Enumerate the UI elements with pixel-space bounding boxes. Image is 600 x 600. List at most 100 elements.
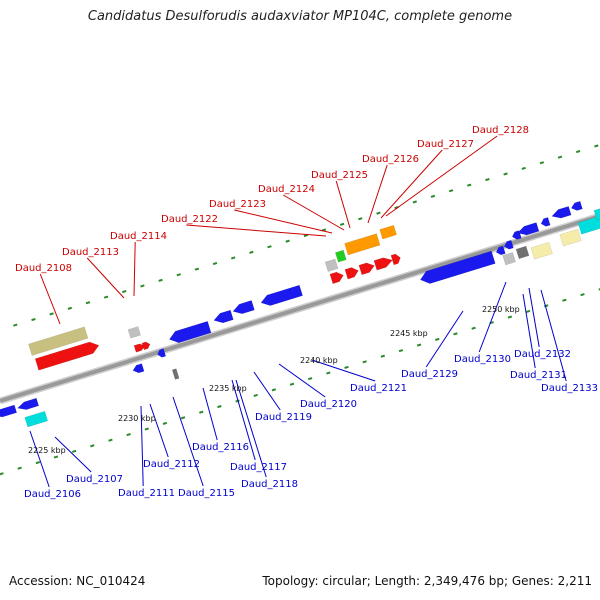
gene-feature bbox=[260, 284, 303, 306]
leader-line bbox=[540, 289, 567, 382]
tick-mark bbox=[344, 365, 349, 369]
gene-label: Daud_2129 bbox=[401, 369, 458, 380]
gene-feature bbox=[373, 257, 393, 271]
tick-mark bbox=[49, 312, 54, 316]
tick-mark bbox=[412, 200, 417, 204]
gene-feature bbox=[17, 397, 40, 410]
gene-feature bbox=[213, 309, 234, 324]
tick-mark bbox=[307, 377, 313, 381]
tick-mark bbox=[285, 239, 290, 243]
gene-label: Daud_2114 bbox=[110, 231, 167, 242]
tick-mark bbox=[525, 309, 531, 313]
tick-mark bbox=[85, 301, 91, 305]
tick-mark bbox=[485, 178, 490, 182]
leader-line bbox=[29, 430, 50, 488]
tick-mark bbox=[598, 288, 600, 291]
gene-feature bbox=[515, 245, 530, 260]
tick-mark bbox=[140, 284, 145, 288]
leader-line bbox=[133, 241, 136, 297]
tick-mark bbox=[448, 189, 454, 193]
tick-mark bbox=[108, 438, 113, 442]
leader-line bbox=[425, 310, 464, 368]
gene-label: Daud_2118 bbox=[241, 479, 298, 490]
gene-feature bbox=[132, 363, 145, 374]
gene-label: Daud_2128 bbox=[472, 125, 529, 136]
gene-feature bbox=[379, 224, 397, 240]
tick-mark bbox=[90, 444, 95, 448]
gene-label: Daud_2112 bbox=[143, 459, 200, 470]
gene-feature bbox=[24, 410, 49, 428]
tick-mark bbox=[253, 393, 258, 397]
gene-label: Daud_2115 bbox=[178, 488, 235, 499]
gene-feature bbox=[344, 233, 381, 256]
tick-mark bbox=[122, 289, 127, 294]
gene-feature bbox=[344, 267, 359, 280]
gene-feature bbox=[168, 320, 212, 344]
kbp-marker: 2240 kbp bbox=[300, 356, 338, 365]
gene-labels: Daud_2108Daud_2113Daud_2114Daud_2122Daud… bbox=[15, 125, 598, 500]
gene-feature bbox=[559, 228, 582, 247]
leader-line bbox=[385, 135, 498, 217]
tick-mark bbox=[453, 332, 458, 336]
gene-feature bbox=[329, 271, 344, 285]
gene-feature bbox=[419, 250, 496, 284]
tick-mark bbox=[249, 250, 254, 254]
gene-label: Daud_2123 bbox=[209, 199, 266, 210]
leader-line bbox=[528, 287, 540, 348]
leader-line bbox=[335, 180, 351, 229]
leader-line bbox=[478, 281, 507, 353]
tick-mark bbox=[435, 337, 440, 341]
gene-features bbox=[0, 200, 600, 428]
tick-mark bbox=[503, 172, 508, 176]
leader-line bbox=[39, 273, 61, 325]
tick-mark bbox=[176, 273, 181, 277]
tick-mark bbox=[557, 155, 563, 159]
gene-feature bbox=[157, 348, 167, 358]
leader-line bbox=[172, 396, 204, 487]
tick-mark bbox=[575, 150, 581, 154]
tick-mark bbox=[230, 256, 236, 260]
tick-mark bbox=[521, 166, 526, 170]
tick-mark bbox=[467, 183, 472, 187]
gene-label: Daud_2119 bbox=[255, 412, 312, 423]
gene-label: Daud_2108 bbox=[15, 263, 72, 274]
tick-mark bbox=[471, 326, 476, 330]
gene-feature bbox=[324, 258, 339, 272]
gene-label: Daud_2131 bbox=[510, 370, 567, 381]
gene-feature bbox=[133, 343, 146, 353]
gene-feature bbox=[570, 200, 583, 211]
tick-mark bbox=[0, 472, 4, 476]
genome-backbone bbox=[0, 212, 600, 405]
gene-feature bbox=[551, 206, 572, 219]
tick-mark bbox=[380, 354, 386, 358]
gene-label: Daud_2113 bbox=[62, 247, 119, 258]
tick-mark bbox=[358, 217, 363, 221]
tick-mark bbox=[580, 293, 585, 297]
gene-label: Daud_2107 bbox=[66, 474, 123, 485]
gene-feature bbox=[517, 222, 540, 236]
leader-line bbox=[234, 209, 333, 234]
tick-mark bbox=[594, 144, 599, 148]
tick-mark bbox=[199, 410, 204, 414]
tick-mark bbox=[289, 382, 295, 386]
kbp-marker: 2245 kbp bbox=[390, 329, 428, 338]
kbp-marker: 2230 kbp bbox=[118, 414, 156, 423]
leader-line bbox=[522, 293, 536, 369]
genome-summary: Topology: circular; Length: 2,349,476 bp… bbox=[262, 574, 592, 588]
leader-line bbox=[311, 359, 376, 382]
tick-mark bbox=[31, 317, 36, 322]
tick-mark bbox=[398, 349, 404, 353]
gene-feature bbox=[577, 215, 600, 235]
tick-mark bbox=[271, 388, 277, 392]
leader-line bbox=[235, 379, 267, 478]
tick-mark bbox=[67, 306, 72, 310]
tick-mark bbox=[235, 399, 240, 403]
tick-mark bbox=[539, 161, 545, 165]
leader-line bbox=[231, 379, 256, 461]
gene-feature bbox=[127, 326, 141, 339]
tick-mark bbox=[194, 267, 200, 271]
tick-mark bbox=[326, 371, 331, 375]
tick-mark bbox=[303, 233, 309, 238]
leader-line bbox=[86, 257, 125, 299]
